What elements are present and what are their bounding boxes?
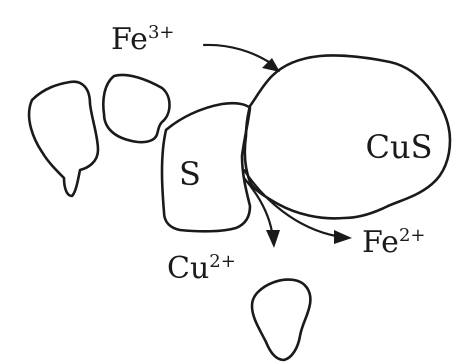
particle-middle-left: [103, 75, 169, 142]
sulfur-label: S: [179, 155, 201, 193]
cu2-label-base: Cu: [167, 251, 209, 286]
fe2-arrowhead: [334, 230, 352, 244]
cu2-label-charge: 2+: [209, 251, 236, 272]
cu2-arrow-line: [244, 178, 272, 232]
cu2-label: Cu2+: [167, 251, 236, 286]
fe3-label: Fe3+: [111, 22, 174, 57]
sulfur-particle: [162, 103, 250, 231]
cus-label: CuS: [365, 128, 432, 166]
fe2-arrow-line: [244, 170, 336, 236]
cu2-arrowhead: [266, 230, 280, 248]
fe3-label-base: Fe: [111, 22, 148, 57]
fe2-label: Fe2+: [362, 225, 425, 260]
particle-bottom: [252, 280, 310, 360]
fe2-label-charge: 2+: [399, 225, 426, 246]
fe3-arrow-line: [204, 45, 272, 64]
particle-left: [29, 82, 98, 196]
fe3-label-charge: 3+: [148, 22, 175, 43]
fe2-label-base: Fe: [362, 225, 399, 260]
